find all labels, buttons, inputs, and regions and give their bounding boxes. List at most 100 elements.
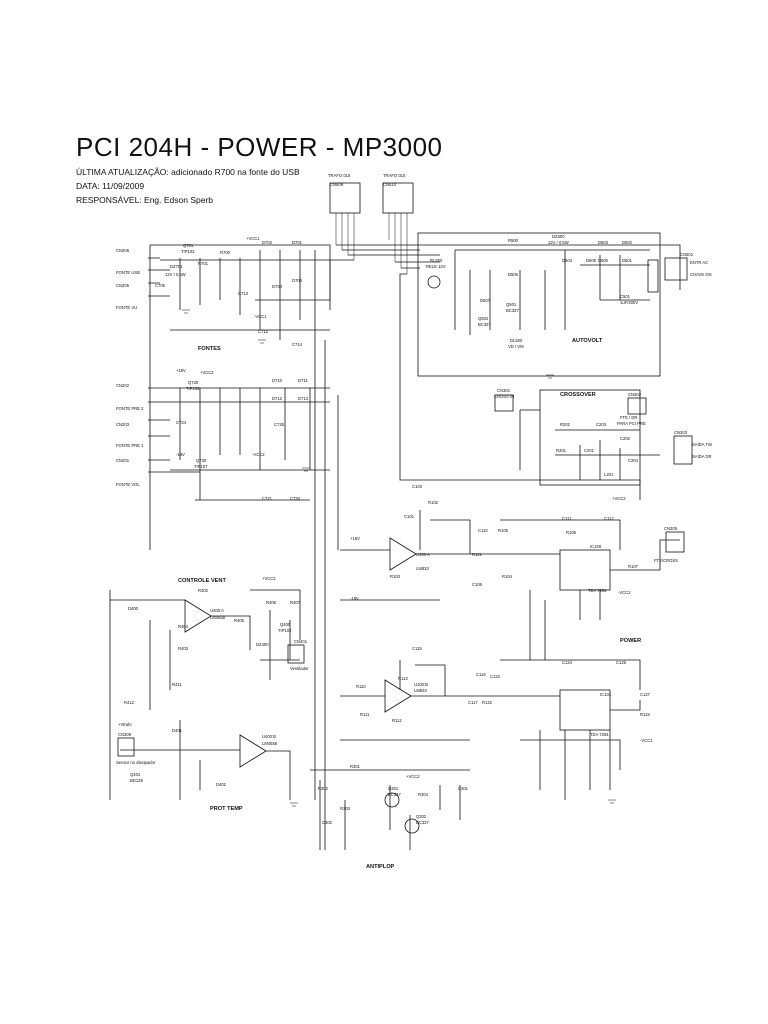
label-q302: Q302 [416, 814, 427, 819]
label-q701: Q701 [183, 243, 194, 248]
label-cn309: CN309 [118, 732, 132, 737]
label-d400: D400 [128, 606, 139, 611]
transistor-q302 [404, 818, 420, 834]
label-lm4558-b: LM4558 [262, 741, 278, 746]
rail-n18v: -18V [176, 452, 185, 457]
label-fonte-vu: FONTE VU [116, 305, 137, 310]
label-r105: R105 [498, 528, 509, 533]
label-d401: D401 [172, 728, 183, 733]
label-cn206: CN206 [116, 248, 130, 253]
relay-coil [427, 275, 441, 289]
update-note: ÚLTIMA ATUALIZAÇÃO: adicionado R700 na f… [76, 167, 300, 177]
label-cn305: CN305 [664, 526, 678, 531]
label-rele12v: RELE 12V [426, 264, 446, 269]
section-antiplop: ANTIPLOP [366, 864, 395, 870]
label-cn509: CN509 [330, 182, 344, 187]
label-d503: D503 [598, 240, 609, 245]
label-r119: R119 [640, 712, 650, 717]
label-cn201: CN201 [116, 458, 130, 463]
label-r302: R302 [318, 786, 329, 791]
label-r113: R113 [398, 676, 408, 681]
label-c714: C714 [292, 342, 303, 347]
label-q730: Q730 [196, 458, 207, 463]
section-power: POWER [620, 638, 641, 644]
rail-neg-vcc1-amp: -VCC1 [640, 738, 653, 743]
label-d704: D704 [272, 284, 283, 289]
label-c103: C103 [412, 484, 423, 489]
section-crossover: CROSSOVER [560, 392, 596, 398]
rail-vtrafo: +Vtrafo [118, 722, 132, 727]
label-tip102-c: TIP102 [278, 628, 292, 633]
fuse-block [647, 259, 659, 293]
label-lm833-a: LM833 [416, 566, 429, 571]
rail-neg-vcc2: -VCC2 [252, 452, 265, 457]
label-cn303: CN303 [674, 430, 688, 435]
label-c123: C123 [490, 674, 501, 679]
label-c116: C116 [476, 672, 486, 677]
label-r700: R700 [220, 250, 231, 255]
transistor-q301 [384, 792, 400, 808]
label-ic100: IC100 [590, 544, 602, 549]
label-bc337-b: BC337 [388, 792, 401, 797]
label-dz400: DZ400 [256, 642, 269, 647]
label-c124: C124 [562, 660, 573, 665]
label-c705: C705 [155, 283, 166, 288]
rail-neg-vcc1: -VCC1 [254, 314, 267, 319]
label-fonte-pre1: FONTE PRE 1 [116, 443, 144, 448]
label-d402: D402 [216, 782, 227, 787]
trafo-connector-cn510 [382, 182, 414, 214]
cross-in-connector [494, 394, 514, 412]
label-bc327: BC327 [478, 322, 491, 327]
label-c105: C105 [472, 582, 483, 587]
label-d710: D710 [272, 378, 283, 383]
label-r411: R411 [172, 682, 182, 687]
label-q720: Q720 [188, 380, 199, 385]
label-r110: R110 [356, 684, 366, 689]
label-tip102-b: TIP102 [186, 386, 200, 391]
schematic-title: PCI 204H - POWER - MP3000 [76, 132, 443, 162]
ac-input-connector [664, 257, 688, 281]
label-tip107: TIP107 [194, 464, 208, 469]
label-bd139: BD139 [130, 778, 143, 783]
label-c733: C733 [290, 496, 301, 501]
label-r106: R106 [566, 530, 577, 535]
trafo-connector-cn509 [329, 182, 361, 214]
label-trafo-b: TRAFO 015 [383, 173, 406, 178]
label-fonte-pre2: FONTE PRE 2 [116, 406, 144, 411]
label-c501: C501 [620, 294, 631, 299]
rail-p18v: +18V [176, 368, 186, 373]
label-cross-in: CROSS IN [494, 394, 514, 399]
label-vd-vm: VD / VM [508, 344, 524, 349]
label-r407: R407 [290, 600, 301, 605]
rail-vcc2-antiplop: +VCC2 [406, 774, 420, 779]
label-cn202: CN202 [116, 383, 130, 388]
label-c127: C127 [640, 692, 651, 697]
label-r104: R104 [502, 574, 513, 579]
label-r202: R202 [560, 422, 571, 427]
fte-dr-connector [627, 397, 647, 415]
label-cn501: CN501 [680, 252, 694, 257]
label-r303: R303 [340, 806, 351, 811]
label-c125: C125 [616, 660, 627, 665]
label-c725: C725 [274, 422, 285, 427]
label-fonte-vol: FONTE VOL [116, 482, 140, 487]
opamp-u400b [239, 734, 267, 768]
label-dl500: DL500 [510, 338, 523, 343]
label-c203: C203 [596, 422, 607, 427]
section-autovolt: AUTOVOLT [572, 338, 603, 344]
label-q502: Q502 [478, 316, 489, 321]
label-u400a: U400:A [210, 608, 224, 613]
label-r406: R406 [266, 600, 277, 605]
label-entr-ac: ENTR AC [690, 260, 708, 265]
section-fontes: FONTES [198, 346, 221, 352]
label-q501: Q501 [506, 302, 517, 307]
label-l201: L201 [604, 472, 614, 477]
crossover-block [539, 389, 641, 486]
label-d500: D500 [598, 258, 609, 263]
label-d702: D702 [262, 240, 273, 245]
label-c501-val: 1uF/400V [620, 300, 638, 305]
label-c713: C713 [238, 291, 249, 296]
label-r107: R107 [628, 564, 639, 569]
label-fte-cross: FTE/CROSS [654, 558, 678, 563]
label-trafo-a: TRAFO 015 [328, 173, 351, 178]
